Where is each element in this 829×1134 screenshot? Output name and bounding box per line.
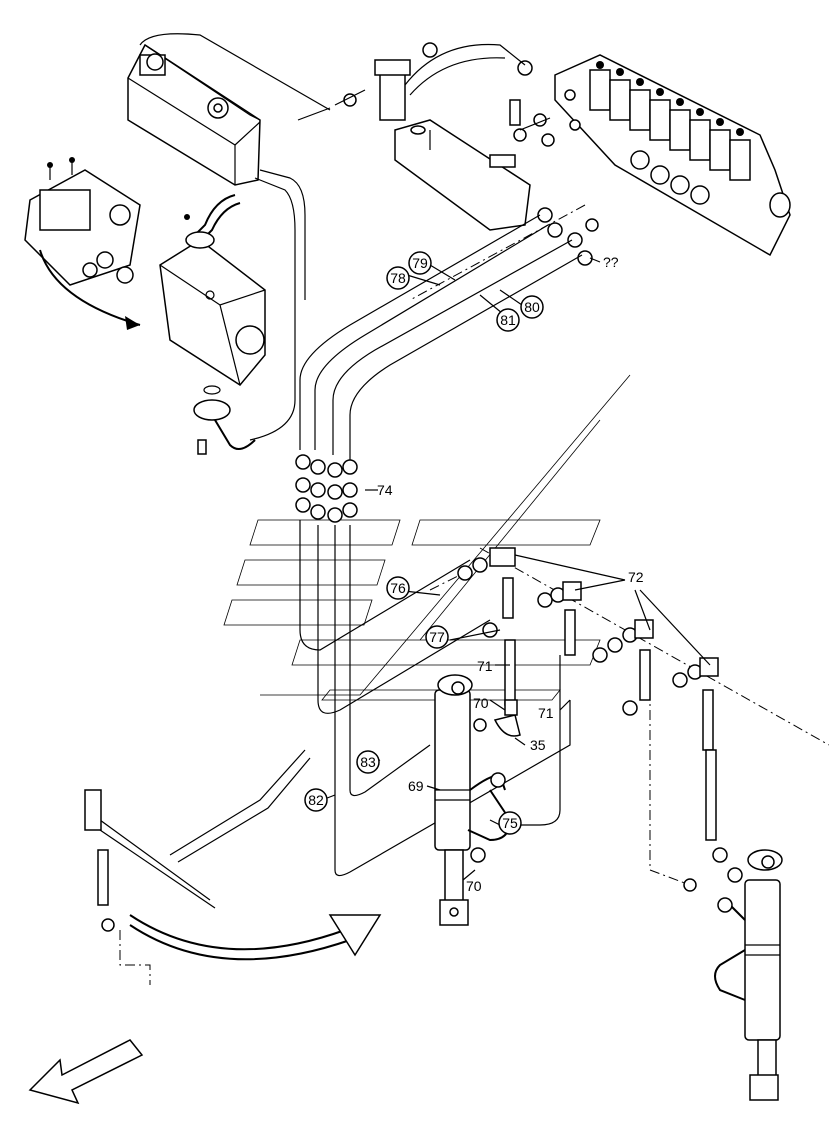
right-lift-cylinder [683,749,783,1101]
oil-filter [374,59,531,231]
left-lift-cylinder [434,674,512,926]
callout-79: 79 [408,251,432,275]
callout-80: 80 [520,295,544,319]
callout-71a: 71 [477,658,493,674]
injection-pump [24,157,141,330]
callout-82: 82 [304,788,328,812]
leader-72 [514,554,711,666]
callout-70b: 70 [466,878,482,894]
callout-80-text: 80 [524,299,540,315]
callout-69: 69 [408,778,424,794]
watermark-logo [223,374,631,701]
callout-79-text: 79 [412,255,428,271]
callout-74: 74 [377,482,393,498]
callout-72: 72 [628,569,644,585]
callout-82-text: 82 [308,792,324,808]
callout-75: 75 [498,811,522,835]
callout-77-text: 77 [429,629,445,645]
control-lever [84,749,382,985]
callout-76-text: 76 [390,580,406,596]
callout-35: 35 [530,737,546,753]
callout-78-text: 78 [390,270,406,286]
callout-qq: ?? [603,254,619,270]
coupler-group [295,454,378,523]
cylinder-lines [299,520,829,886]
callout-70a: 70 [473,695,489,711]
callout-81: 81 [496,308,520,332]
control-valve-bank [554,54,791,257]
callout-77: 77 [425,625,449,649]
callout-83: 83 [356,750,380,774]
callout-78: 78 [386,266,410,290]
middle-fittings [457,547,719,751]
callout-leaders [321,257,601,881]
direction-arrow-icon [28,1039,144,1105]
suction-hoses [139,33,551,441]
pressure-lines [299,204,586,460]
gear-pump [159,194,266,455]
callout-71b: 71 [538,705,554,721]
callout-76: 76 [386,576,410,600]
callout-81-text: 81 [500,312,516,328]
hydraulic-tank [127,43,261,186]
valve-fittings [343,42,599,266]
callout-75-text: 75 [502,815,518,831]
callout-83-text: 83 [360,754,376,770]
